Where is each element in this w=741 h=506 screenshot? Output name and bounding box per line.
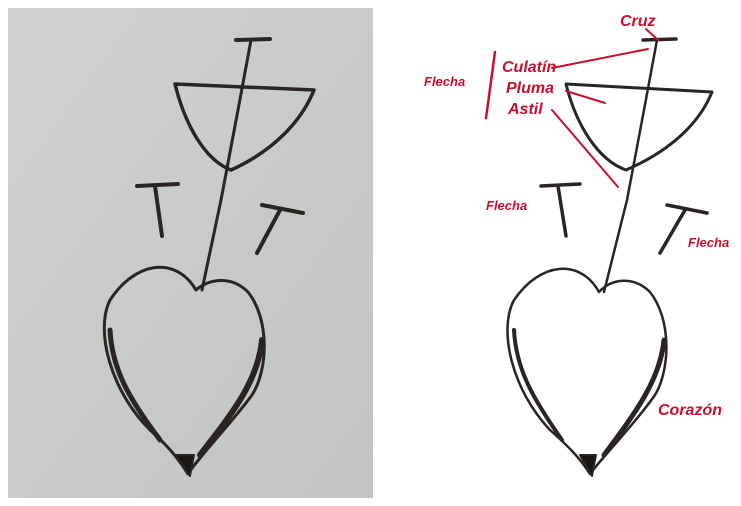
photo-panel [8, 8, 373, 498]
leader-culatin [552, 49, 648, 68]
label-astil: Astil [507, 101, 543, 118]
label-flecha-right: Flecha [688, 235, 729, 250]
heart-shade-right-clean [604, 340, 664, 455]
arrow-shaft-clean [604, 40, 657, 292]
label-corazon: Corazón [658, 402, 722, 419]
label-cruz: Cruz [620, 13, 656, 30]
label-flecha-group: Flecha [424, 74, 465, 89]
paper-background [8, 8, 373, 498]
label-pluma: Pluma [506, 80, 554, 97]
label-flecha-left: Flecha [486, 198, 527, 213]
label-culatin: Culatín [502, 59, 556, 76]
heart-clean [507, 269, 666, 474]
annotated-panel: Cruz Culatín Pluma Astil Flecha Flecha F… [424, 13, 729, 476]
leader-astil [552, 110, 618, 187]
bracket-flecha [486, 52, 495, 118]
small-arrow-left-clean [541, 184, 580, 236]
cross-bar-clean [643, 39, 676, 40]
cross-bar [236, 39, 270, 40]
